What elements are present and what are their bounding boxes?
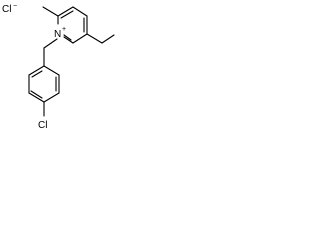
ring-bond: [28, 92, 45, 103]
ring-bond: [43, 65, 60, 76]
ring-bond: [72, 33, 88, 44]
ring-bond: [43, 92, 60, 103]
ring-bond: [28, 65, 45, 76]
benzyl-bond: [43, 38, 58, 49]
aryl-chlorine-label: Cl: [38, 120, 47, 131]
ring-bond: [57, 6, 74, 17]
ring-bond: [72, 6, 88, 17]
ring-bond: [63, 36, 74, 44]
ring-double-bond: [30, 90, 43, 99]
ring-double-bond: [31, 70, 43, 78]
methyl-bond: [42, 6, 59, 17]
ring-double-bond: [60, 10, 74, 19]
counterion-charge: −: [13, 3, 17, 10]
chemical-structure: Cl − N +: [2, 3, 115, 131]
ring-double-bond: [63, 34, 72, 41]
ethyl-bond: [101, 34, 115, 44]
chlorophenyl-ring: [28, 65, 60, 103]
nitrogen-charge: +: [62, 26, 66, 33]
pyridinium-ring: [57, 6, 88, 44]
counterion-label: Cl: [2, 4, 11, 15]
structure-diagram: Cl − N +: [0, 0, 116, 133]
ethyl-bond: [86, 33, 103, 44]
nitrogen-label: N: [54, 29, 61, 40]
